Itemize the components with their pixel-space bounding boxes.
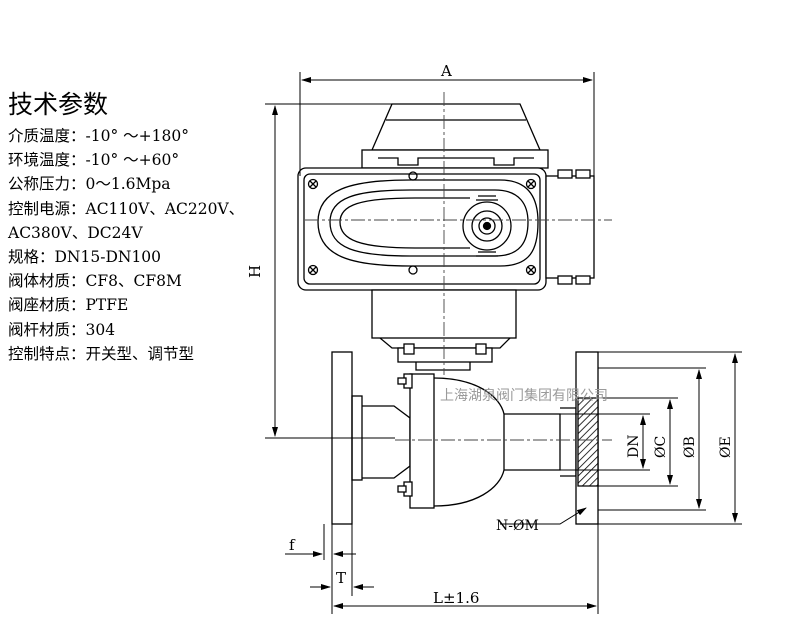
dim-label-h: H: [246, 265, 264, 278]
dim-label-c: ØC: [653, 436, 669, 458]
dim-label-a: A: [440, 62, 452, 80]
spec-size-range: 规格：DN15-DN100: [8, 248, 162, 267]
spec-power-supply-cont: AC380V、DC24V: [8, 223, 143, 242]
spec-panel: 技术参数 介质温度：-10° ～+180° 环境温度：-10° ～+60° 公称…: [8, 88, 278, 366]
spec-seat-material: 阀座材质：PTFE: [8, 296, 129, 315]
actuator-cover: [361, 103, 549, 169]
dim-label-e: ØE: [718, 436, 734, 458]
spec-body-material: 阀体材质：CF8、CF8M: [8, 272, 182, 291]
actuator-base: [371, 289, 517, 371]
spec-stem-material: 阀杆材质：304: [8, 320, 116, 339]
spec-title: 技术参数: [8, 90, 109, 119]
spec-power-supply: 控制电源：AC110V、AC220V、: [8, 199, 245, 218]
dimension-lines: [265, 72, 742, 614]
dim-label-t: T: [336, 569, 346, 587]
dim-label-bolts: N-ØM: [496, 518, 539, 534]
spec-medium-temperature: 介质温度：-10° ～+180°: [8, 127, 189, 145]
position-indicator: [462, 195, 512, 257]
spec-ambient-temperature: 环境温度：-10° ～+60°: [8, 151, 180, 170]
company-watermark: 上海湖泉阀门集团有限公司: [440, 387, 608, 404]
spec-control-type: 控制特点：开关型、调节型: [8, 344, 195, 363]
spec-nominal-pressure: 公称压力：0～1.6Mpa: [8, 175, 171, 194]
dim-label-dn: DN: [626, 435, 642, 458]
dim-label-l: L±1.6: [433, 589, 479, 607]
junction-box: [545, 169, 595, 285]
centerlines: [305, 92, 612, 441]
dim-label-f: f: [289, 536, 296, 554]
dim-label-b: ØB: [682, 436, 698, 458]
